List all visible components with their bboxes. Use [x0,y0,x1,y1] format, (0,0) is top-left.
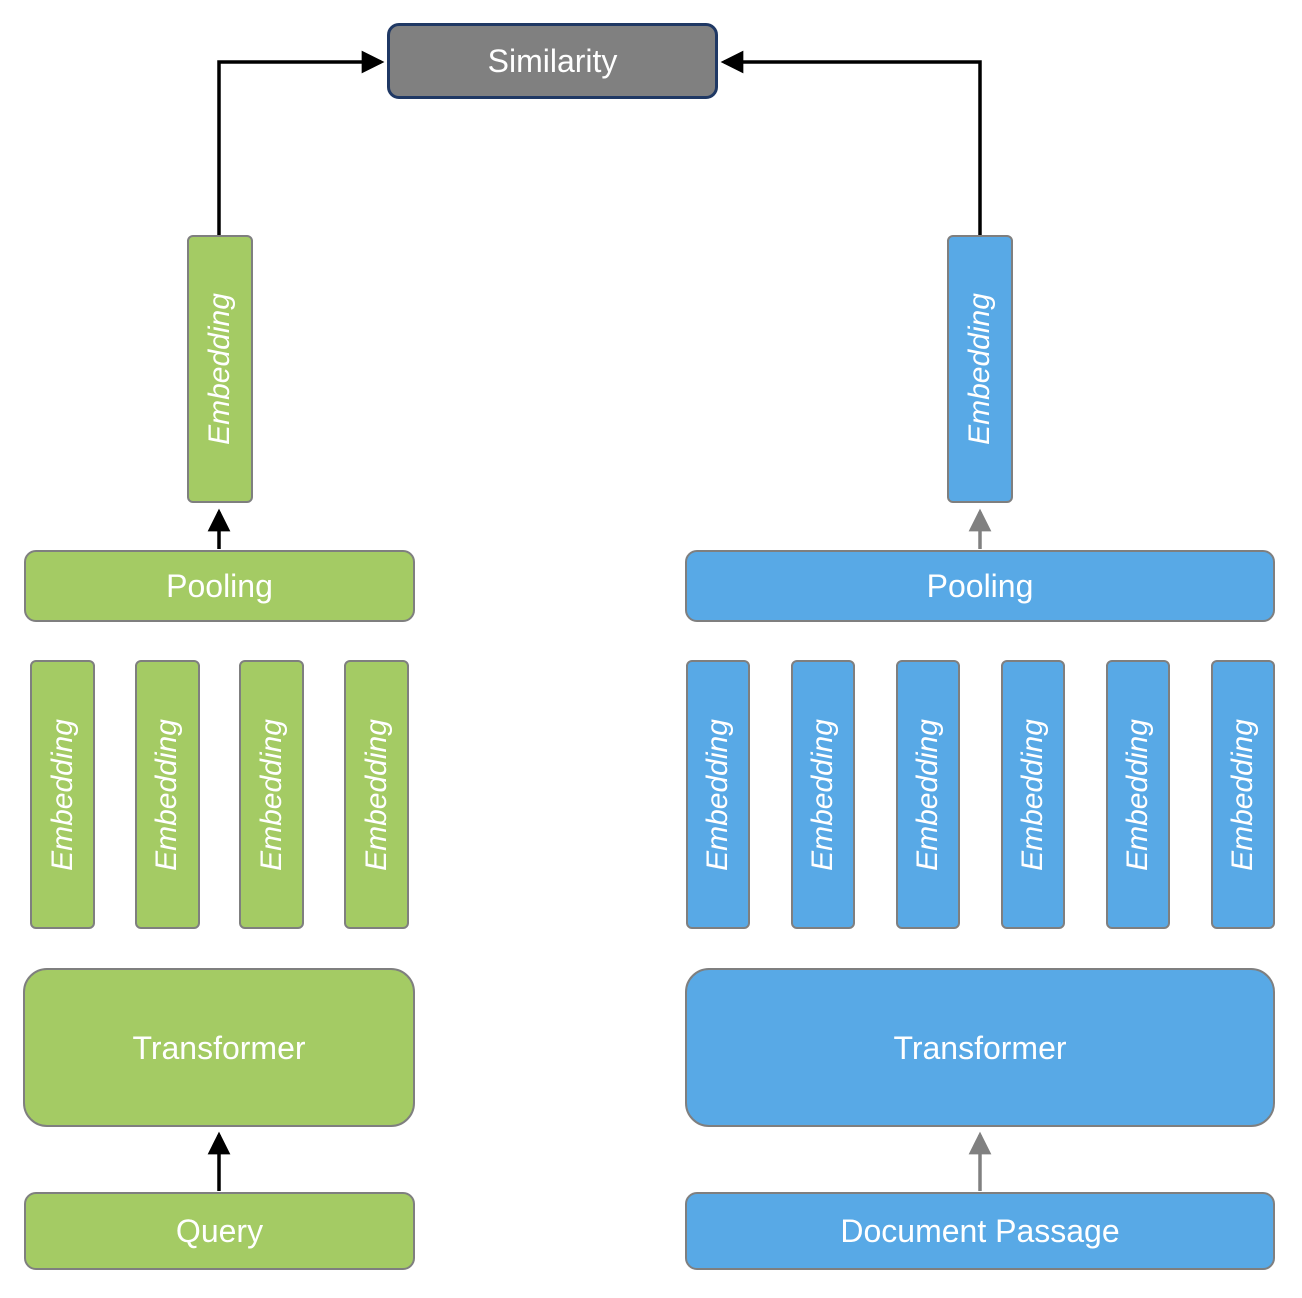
query-pooling-label: Pooling [166,568,273,604]
document-token-embedding-box: Embedding [896,660,960,929]
query-token-embedding-box: Embedding [343,660,409,929]
document-pooling-box: Pooling [685,550,1275,622]
query-token-embedding-box: Embedding [30,660,95,929]
token-embedding-label: Embedding [45,718,79,871]
query-input-label: Query [175,1213,264,1249]
document-token-embedding-box: Embedding [1211,660,1275,929]
document-token-embedding-box: Embedding [686,660,750,929]
document-transformer-label: Transformer [893,1029,1067,1066]
document-pooling-label: Pooling [926,568,1034,604]
arrow-embedding-to-similarity-left [217,50,385,235]
similarity-label: Similarity [487,43,618,79]
query-sentence-embedding-label: Embedding [203,293,236,445]
query-token-embedding-box: Embedding [239,660,305,929]
query-pooling-box: Pooling [24,550,415,622]
query-transformer-label: Transformer [132,1029,306,1066]
document-sentence-embedding-box: Embedding [947,235,1013,503]
query-sentence-embedding-box: Embedding [187,235,253,503]
token-embedding-label: Embedding [150,718,184,871]
query-input-box: Query [24,1192,415,1270]
token-embedding-label: Embedding [1121,718,1154,871]
token-embedding-label: Embedding [254,718,288,871]
document-token-embedding-row: Embedding Embedding Embedding Embedding … [686,660,1275,929]
token-embedding-label: Embedding [1226,718,1259,871]
query-transformer-box: Transformer [23,968,415,1127]
token-embedding-label: Embedding [359,718,393,871]
token-embedding-label: Embedding [911,718,944,871]
query-token-embedding-row: Embedding Embedding Embedding Embedding [30,660,409,929]
document-token-embedding-box: Embedding [1106,660,1170,929]
similarity-box: Similarity [387,23,718,99]
document-transformer-box: Transformer [685,968,1275,1127]
query-token-embedding-box: Embedding [134,660,200,929]
document-input-box: Document Passage [685,1192,1275,1270]
document-token-embedding-box: Embedding [791,660,855,929]
arrow-embedding-to-similarity-right [720,50,982,235]
document-token-embedding-box: Embedding [1001,660,1065,929]
token-embedding-label: Embedding [701,718,734,871]
document-sentence-embedding-label: Embedding [963,293,996,445]
token-embedding-label: Embedding [1016,718,1049,871]
token-embedding-label: Embedding [806,718,839,871]
document-input-label: Document Passage [840,1213,1120,1249]
